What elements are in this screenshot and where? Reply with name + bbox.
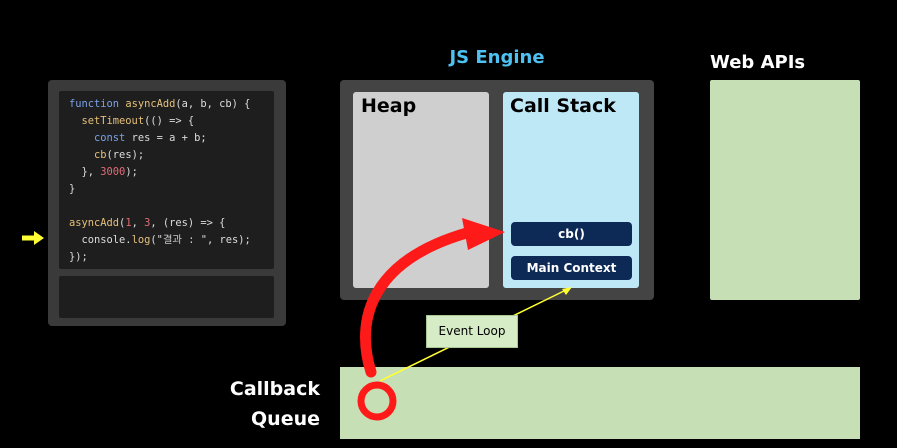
call-stack-box	[503, 92, 639, 288]
code-line-6: }	[69, 183, 76, 195]
call-stack-title: Call Stack	[510, 95, 616, 117]
code-editor	[59, 91, 274, 269]
code-line-1: function asyncAdd(a, b, cb) {	[69, 98, 251, 110]
code-line-5: }, 3000);	[69, 166, 138, 178]
stack-frame-main-context: Main Context	[511, 256, 632, 280]
callback-queue-title: Callback Queue	[200, 374, 320, 434]
current-line-pointer-arrow-icon	[22, 231, 44, 245]
web-apis-box	[710, 80, 860, 300]
heap-title: Heap	[361, 95, 417, 117]
code-line-9: console.log("결과 : ", res);	[69, 234, 251, 246]
callback-queue-title-line2: Queue	[251, 408, 320, 430]
callback-queue-title-line1: Callback	[229, 378, 320, 400]
code-line-3: const res = a + b;	[94, 132, 207, 144]
console-output-area	[59, 276, 274, 318]
code-line-4: cb(res);	[94, 149, 145, 161]
js-engine-title: JS Engine	[449, 47, 545, 68]
code-line-8: asyncAdd(1, 3, (res) => {	[69, 217, 226, 229]
code-line-2: setTimeout(() => {	[81, 115, 195, 127]
event-loop-label: Event Loop	[426, 315, 518, 348]
heap-box	[353, 92, 489, 288]
code-line-10: });	[69, 251, 88, 263]
stack-frame-cb: cb()	[511, 222, 632, 246]
callback-queue-box	[340, 367, 860, 439]
web-apis-title: Web APIs	[710, 52, 806, 73]
